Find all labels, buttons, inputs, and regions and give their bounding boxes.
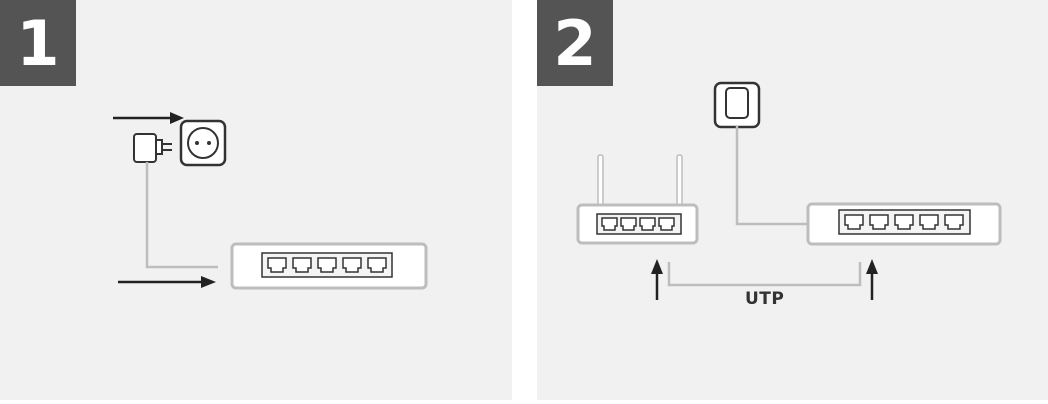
step-1-panel: 1 (0, 0, 512, 400)
step-1-illustration (113, 112, 428, 290)
step-2-illustration (576, 81, 1002, 300)
arrow-icon (866, 259, 878, 300)
arrow-icon (118, 276, 216, 288)
arrow-icon (651, 259, 663, 300)
wall-socket-icon (179, 119, 227, 167)
step-2-panel: 2 (537, 0, 1048, 400)
step-number-badge: 2 (537, 0, 613, 86)
step-number-badge: 1 (0, 0, 76, 86)
arrow-icon (113, 112, 184, 124)
power-adapter-icon (133, 133, 172, 163)
utp-cable-label: UTP (745, 289, 785, 309)
network-switch-icon (230, 242, 428, 290)
wall-socket-icon (713, 81, 761, 129)
network-switch-icon (806, 202, 1002, 246)
router-icon (576, 203, 699, 245)
